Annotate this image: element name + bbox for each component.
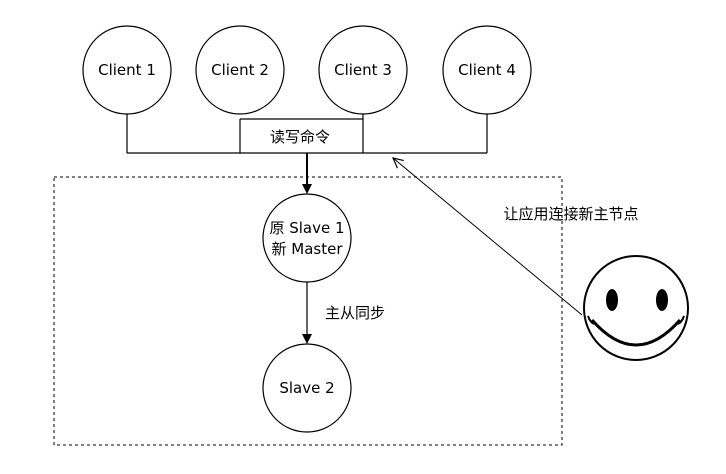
client-label: Client 1: [98, 61, 156, 79]
new-master-label-line2: 新 Master: [272, 240, 344, 258]
slave2-circle: [262, 343, 352, 433]
notice-arrow: [393, 158, 583, 316]
client-circle: [82, 25, 172, 115]
smiley-face-icon: [583, 255, 689, 361]
client-node: Client 4: [442, 25, 532, 115]
client-circle: [442, 25, 532, 115]
client-node: Client 2: [195, 25, 285, 115]
client-label: Client 3: [334, 61, 392, 79]
client-label: Client 4: [458, 61, 516, 79]
notice-label: 让应用连接新主节点: [503, 205, 638, 223]
client-node: Client 3: [318, 25, 408, 115]
bus-label: 读写命令: [270, 128, 330, 146]
client-circle: [318, 25, 408, 115]
client-circle: [195, 25, 285, 115]
slave2-label: Slave 2: [279, 379, 334, 397]
replication-label: 主从同步: [325, 304, 385, 322]
client-node: Client 1: [82, 25, 172, 115]
new-master-label-line1: 原 Slave 1: [269, 219, 344, 237]
client-label: Client 2: [211, 61, 269, 79]
new-master-node: 原 Slave 1 新 Master: [262, 193, 352, 283]
new-master-circle: [262, 193, 352, 283]
slave2-node: Slave 2: [262, 343, 352, 433]
